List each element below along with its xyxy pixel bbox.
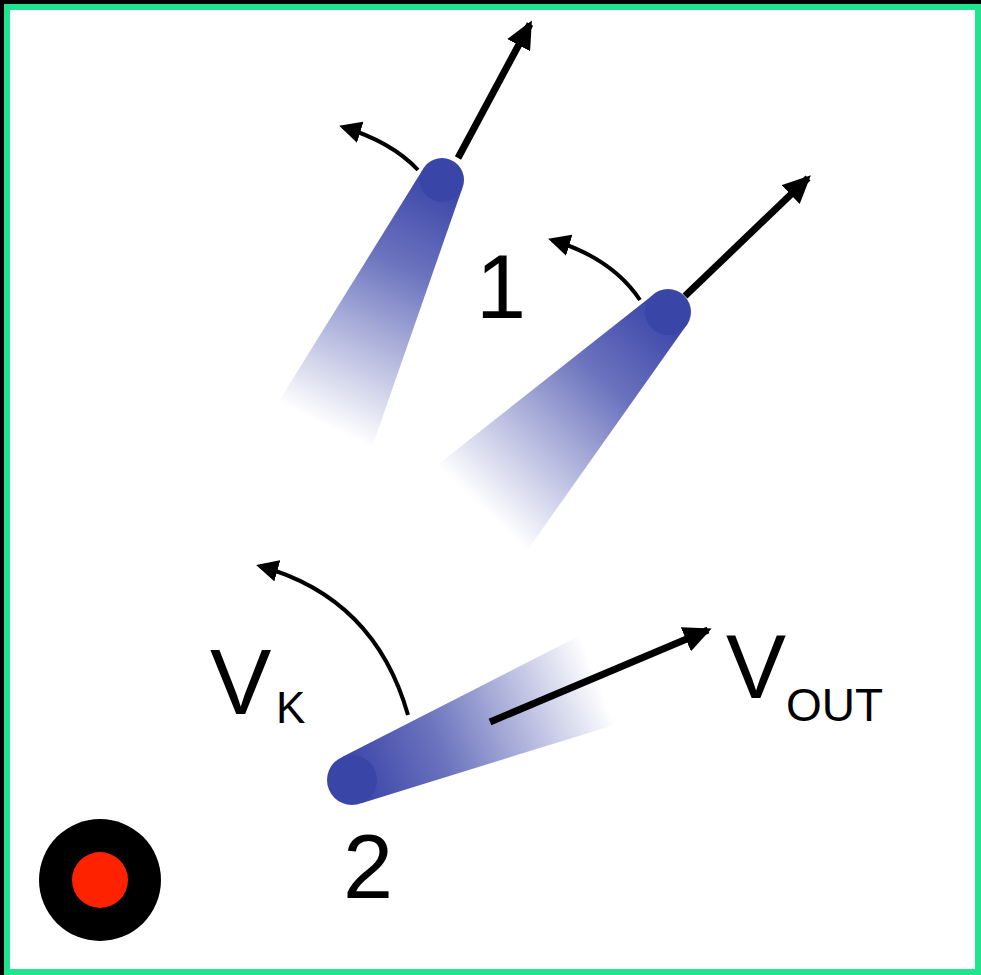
velocity-arrow bbox=[552, 240, 640, 300]
velocity-arrow bbox=[343, 127, 418, 170]
source-core bbox=[72, 852, 128, 908]
jet-tail bbox=[278, 171, 462, 448]
velocity-arrow bbox=[458, 24, 530, 158]
velocity-arrow bbox=[490, 630, 708, 722]
source-dot bbox=[39, 819, 161, 941]
callout-number: 2 bbox=[343, 822, 393, 912]
velocity-subscript: OUT bbox=[786, 682, 883, 728]
jet-blob bbox=[437, 289, 691, 551]
jet-head bbox=[327, 755, 377, 805]
jet-head bbox=[645, 289, 691, 335]
jet-tail bbox=[437, 296, 685, 551]
callout-number: 1 bbox=[476, 242, 526, 332]
jet-blob bbox=[278, 158, 464, 447]
velocity-symbol: V bbox=[726, 622, 786, 712]
jet-blob bbox=[327, 636, 616, 805]
velocity-arrow bbox=[685, 178, 808, 296]
jet-head bbox=[420, 158, 464, 202]
velocity-symbol: V bbox=[210, 636, 271, 728]
velocity-subscript: K bbox=[276, 686, 305, 730]
